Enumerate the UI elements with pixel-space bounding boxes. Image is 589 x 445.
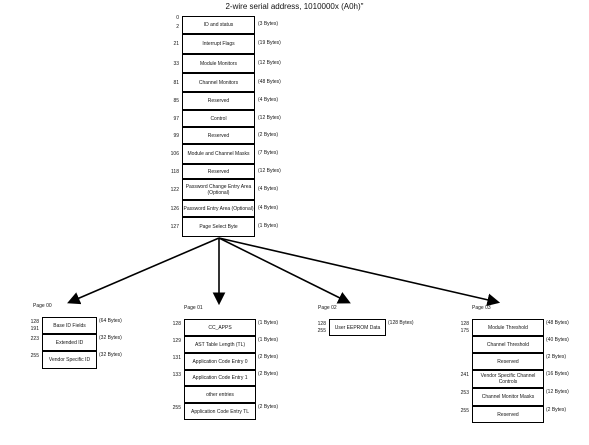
main-map-address: 2: [176, 24, 179, 30]
page-row: Reserved: [472, 406, 544, 423]
arrow-page-03: [218, 237, 501, 307]
main-map-row: ID and status: [182, 16, 255, 34]
page-row: CC_APPS: [184, 319, 256, 336]
page-row-size: (2 Bytes): [258, 371, 279, 377]
page-label: Page 02: [318, 305, 337, 311]
page-row-size: (16 Bytes): [546, 371, 569, 377]
main-map-row: Channel Monitors: [182, 73, 255, 92]
page-row: Vendor Specific ID: [42, 351, 97, 369]
page-row-size: (32 Bytes): [99, 352, 122, 358]
page-row: other entries: [184, 386, 256, 403]
arrow-page-00: [67, 237, 220, 305]
main-map-size: (19 Bytes): [258, 40, 281, 46]
page-row-address: 128: [460, 321, 469, 327]
page-label: Page 00: [33, 303, 52, 309]
page-row: Channel Monitor Masks: [472, 388, 544, 406]
page-row: Channel Threshold: [472, 336, 544, 353]
page-row-size: (1 Bytes): [258, 320, 279, 326]
page-row: Module Threshold: [472, 319, 544, 336]
page-row-address: 128: [317, 321, 326, 327]
main-map-row: Reserved: [182, 127, 255, 144]
main-map-row: Page Select Byte: [182, 217, 255, 237]
main-map-address: 81: [173, 79, 179, 86]
page-label: Page 01: [184, 305, 203, 311]
main-map-address: 85: [173, 98, 179, 104]
page-row-address: 255: [172, 405, 181, 411]
main-map-size: (4 Bytes): [258, 185, 279, 192]
page-row-size: (2 Bytes): [258, 354, 279, 360]
arrow-page-02: [218, 237, 351, 304]
main-map-row: Reserved: [182, 92, 255, 110]
page-row-size: (12 Bytes): [546, 389, 569, 395]
page-row-address: 255: [317, 328, 326, 334]
main-map-address: 118: [171, 168, 179, 175]
page-row-address: 223: [30, 336, 39, 342]
main-map-size: (4 Bytes): [258, 97, 279, 103]
main-map-size: (7 Bytes): [258, 150, 279, 156]
main-map-size: (1 Bytes): [258, 223, 279, 229]
main-map-address: 21: [173, 41, 179, 47]
main-map-size: (12 Bytes): [258, 167, 281, 174]
page-row-address: 129: [172, 338, 181, 344]
main-map-address: 106: [170, 151, 179, 157]
page-row-size: (64 Bytes): [99, 318, 122, 324]
page-row: Extended ID: [42, 334, 97, 351]
page-row-address: 241: [460, 372, 469, 378]
main-map-size: (3 Bytes): [258, 21, 279, 27]
page-row: Application Code Entry 1: [184, 370, 256, 386]
page-row: User EEPROM Data: [329, 319, 386, 336]
page-row-size: (48 Bytes): [546, 320, 569, 326]
page-row-address: 255: [460, 408, 469, 414]
main-map-row: Reserved: [182, 164, 255, 179]
main-map-row: Module and Channel Masks: [182, 144, 255, 164]
page-row-address: 133: [172, 372, 181, 378]
page-row-size: (128 Bytes): [388, 320, 414, 326]
main-map-row: Password Change Entry Area (Optional): [182, 179, 255, 200]
main-map-address: 0: [176, 15, 179, 21]
page-row-address: 175: [460, 328, 469, 334]
main-map-address: 97: [173, 115, 179, 122]
main-map-row: Control: [182, 110, 255, 127]
page-row-address: 255: [30, 353, 39, 359]
page-row-size: (32 Bytes): [99, 335, 122, 341]
main-map-row: Password Entry Area (Optional): [182, 200, 255, 217]
page-row-address: 191: [30, 326, 39, 332]
page-row-address: 131: [172, 355, 181, 361]
main-map-address: 126: [170, 205, 179, 212]
main-map-size: (12 Bytes): [258, 59, 281, 66]
page-row-size: (2 Bytes): [546, 407, 567, 413]
page-row-size: (2 Bytes): [546, 354, 567, 360]
main-map-address: 99: [173, 132, 179, 139]
page-row-size: (40 Bytes): [546, 337, 569, 343]
page-row-address: 253: [460, 390, 469, 396]
page-label: Page 03: [472, 305, 491, 311]
page-row: Application Code Entry 0: [184, 353, 256, 370]
main-map-row: Interrupt Flags: [182, 34, 255, 54]
page-row: Vendor Specific Channel Controls: [472, 370, 544, 388]
page-row: AST Table Length (TL): [184, 336, 256, 353]
page-row-size: (1 Bytes): [258, 337, 279, 343]
main-map-size: (48 Bytes): [258, 78, 281, 85]
main-map-address: 33: [173, 60, 179, 67]
page-row-size: (2 Bytes): [258, 404, 279, 410]
page-row: Reserved: [472, 353, 544, 370]
page-row: Application Code Entry TL: [184, 403, 256, 420]
page-row-address: 128: [30, 319, 39, 325]
main-map-address: 127: [170, 224, 179, 230]
main-map-row: Module Monitors: [182, 54, 255, 73]
page-row-address: 128: [172, 321, 181, 327]
main-map-size: (4 Bytes): [258, 204, 279, 211]
page-row: Base ID Fields: [42, 317, 97, 334]
main-map-address: 122: [170, 186, 179, 193]
diagram-title: 2-wire serial address, 1010000x (A0h)": [225, 2, 364, 11]
main-map-size: (2 Bytes): [258, 131, 279, 138]
main-map-size: (12 Bytes): [258, 114, 281, 121]
